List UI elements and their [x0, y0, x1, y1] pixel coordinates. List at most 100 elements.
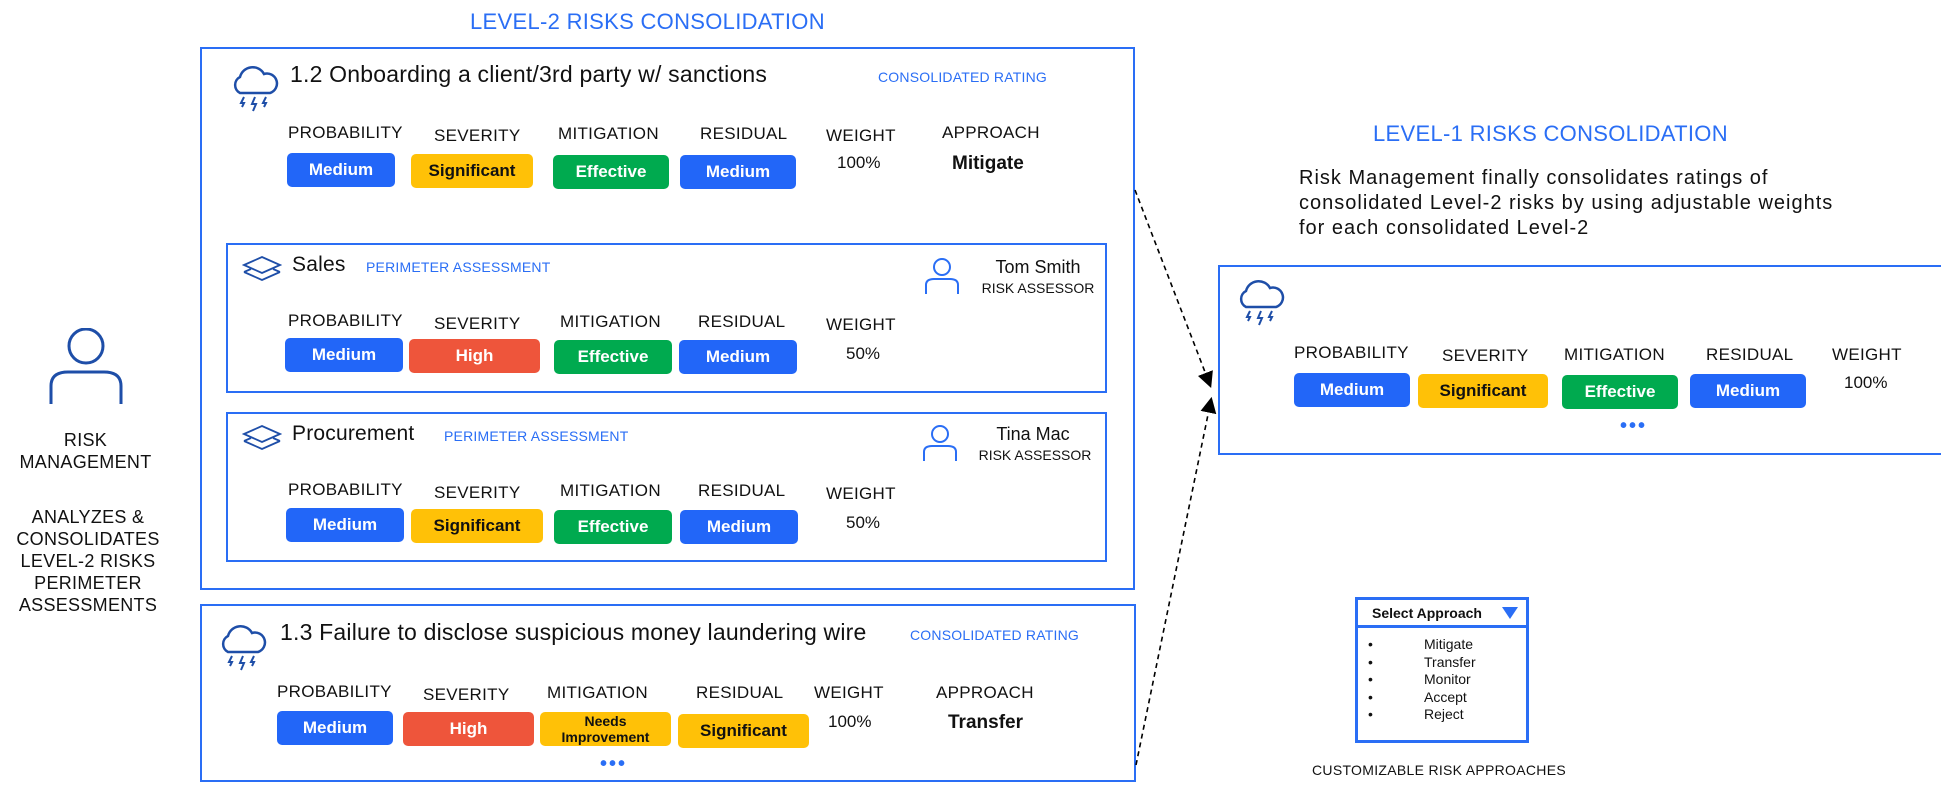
weight-value: 50%	[846, 513, 881, 532]
residual-label: RESIDUAL	[698, 312, 786, 331]
probability-badge: Medium	[287, 153, 395, 187]
assessor-avatar-icon	[923, 425, 957, 461]
consolidated-rating-caption: CONSOLIDATED RATING	[910, 627, 1079, 643]
weight-label: WEIGHT	[826, 126, 896, 145]
probability-label: PROBABILITY	[288, 311, 403, 330]
approach-value: Mitigate	[952, 153, 1024, 174]
severity-badge: Significant	[1418, 374, 1548, 408]
more-dots[interactable]: •••	[600, 753, 628, 775]
residual-badge: Medium	[680, 510, 798, 544]
mitigation-badge: Effective	[1562, 375, 1678, 409]
assessor-name: Tom Smith	[995, 257, 1081, 277]
approach-option[interactable]: • Reject	[1368, 706, 1526, 724]
severity-badge: Significant	[411, 154, 533, 188]
residual-badge: Medium	[680, 155, 796, 189]
probability-badge: Medium	[277, 711, 393, 745]
bullet: •	[1368, 636, 1373, 652]
option-label: Accept	[1424, 688, 1467, 705]
bullet: •	[1368, 653, 1373, 670]
bullet: •	[1368, 688, 1373, 705]
weight-label: WEIGHT	[826, 484, 896, 503]
approach-option[interactable]: • Mitigate	[1368, 636, 1526, 654]
residual-badge: Medium	[679, 340, 797, 374]
severity-badge: High	[403, 712, 534, 746]
storm-cloud-icon	[233, 65, 279, 112]
severity-label: SEVERITY	[1442, 346, 1529, 365]
role-description: ANALYZES & CONSOLIDATES LEVEL-2 RISKS PE…	[16, 507, 160, 615]
approach-option[interactable]: • Accept	[1368, 689, 1526, 707]
mitigation-badge: Effective	[553, 155, 669, 189]
weight-label: WEIGHT	[814, 683, 884, 702]
approach-option[interactable]: • Monitor	[1368, 671, 1526, 689]
residual-label: RESIDUAL	[698, 481, 786, 500]
storm-cloud-icon	[1239, 279, 1285, 326]
approach-value: Transfer	[948, 712, 1023, 733]
option-label: Mitigate	[1424, 636, 1474, 652]
level1-risk-card: PROBABILITY SEVERITY MITIGATION RESIDUAL…	[1218, 265, 1941, 455]
risk-title: 1.3 Failure to disclose suspicious money…	[280, 619, 867, 645]
approach-select[interactable]: Select Approach • Mitigate • Transfer • Mon…	[1355, 597, 1529, 743]
approach-label: APPROACH	[942, 123, 1040, 142]
dropdown-arrow-icon[interactable]	[1502, 606, 1518, 619]
more-dots[interactable]: •••	[1620, 415, 1648, 437]
person-icon	[49, 328, 123, 404]
arrow-1-2-to-level1	[1134, 189, 1213, 388]
perimeter-name: Procurement	[292, 422, 415, 445]
mitigation-label: MITIGATION	[558, 124, 659, 143]
severity-badge: High	[409, 339, 540, 373]
option-label: Reject	[1424, 706, 1464, 722]
storm-cloud-icon	[221, 624, 267, 671]
perimeter-caption: PERIMETER ASSESSMENT	[444, 428, 629, 444]
probability-label: PROBABILITY	[288, 480, 403, 499]
mitigation-badge: Effective	[554, 340, 672, 374]
weight-value: 100%	[828, 712, 872, 731]
arrow-1-3-to-level1	[1135, 396, 1217, 766]
perimeter-name: Sales	[292, 253, 346, 276]
option-label: Monitor	[1424, 671, 1471, 687]
layers-icon	[242, 256, 282, 281]
probability-label: PROBABILITY	[288, 123, 403, 142]
mitigation-badge: Effective	[554, 510, 672, 544]
perimeter-caption: PERIMETER ASSESSMENT	[366, 259, 551, 275]
severity-label: SEVERITY	[434, 126, 521, 145]
mitigation-label: MITIGATION	[560, 481, 661, 500]
bullet: •	[1368, 671, 1373, 687]
mitigation-label: MITIGATION	[560, 312, 661, 331]
perimeter-card-sales: Sales PERIMETER ASSESSMENT Tom Smith RIS…	[226, 243, 1107, 393]
probability-label: PROBABILITY	[277, 682, 392, 701]
consolidated-rating-caption: CONSOLIDATED RATING	[878, 69, 1047, 85]
layers-icon	[242, 425, 282, 450]
mitigation-label: MITIGATION	[1564, 345, 1665, 364]
severity-label: SEVERITY	[434, 483, 521, 502]
perimeter-card-procurement: Procurement PERIMETER ASSESSMENT Tina Ma…	[226, 412, 1107, 562]
severity-label: SEVERITY	[434, 314, 521, 333]
probability-badge: Medium	[285, 338, 403, 372]
approach-options: • Mitigate • Transfer • Monitor • Accept • Re…	[1358, 628, 1526, 724]
weight-value: 50%	[846, 344, 881, 363]
probability-badge: Medium	[286, 508, 404, 542]
bullet: •	[1368, 706, 1373, 722]
approach-select-header[interactable]: Select Approach	[1358, 600, 1526, 628]
residual-label: RESIDUAL	[696, 683, 784, 702]
option-label: Transfer	[1424, 653, 1476, 670]
level1-description: Risk Management finally consolidates rat…	[1299, 167, 1834, 239]
severity-label: SEVERITY	[423, 685, 510, 704]
severity-badge: Significant	[411, 509, 543, 543]
assessor-name: Tina Mac	[996, 424, 1070, 444]
assessor-avatar-icon	[925, 258, 959, 294]
role-label: RISK MANAGEMENT	[19, 430, 152, 472]
mitigation-badge: Needs Improvement	[540, 712, 671, 746]
level1-title: LEVEL-1 RISKS CONSOLIDATION	[1373, 121, 1728, 146]
residual-badge: Medium	[1690, 374, 1806, 408]
residual-label: RESIDUAL	[700, 124, 788, 143]
weight-label: WEIGHT	[826, 315, 896, 334]
weight-value: 100%	[837, 153, 881, 172]
approach-option[interactable]: • Transfer	[1368, 654, 1526, 672]
risk-title: 1.2 Onboarding a client/3rd party w/ san…	[290, 61, 768, 87]
risk-card-1-3: 1.3 Failure to disclose suspicious money…	[200, 604, 1136, 782]
mitigation-label: MITIGATION	[547, 683, 648, 702]
residual-badge: Significant	[678, 714, 809, 748]
approach-select-caption: CUSTOMIZABLE RISK APPROACHES	[1312, 762, 1566, 778]
assessor-role: RISK ASSESSOR	[981, 280, 1095, 296]
approach-select-label: Select Approach	[1372, 604, 1482, 621]
